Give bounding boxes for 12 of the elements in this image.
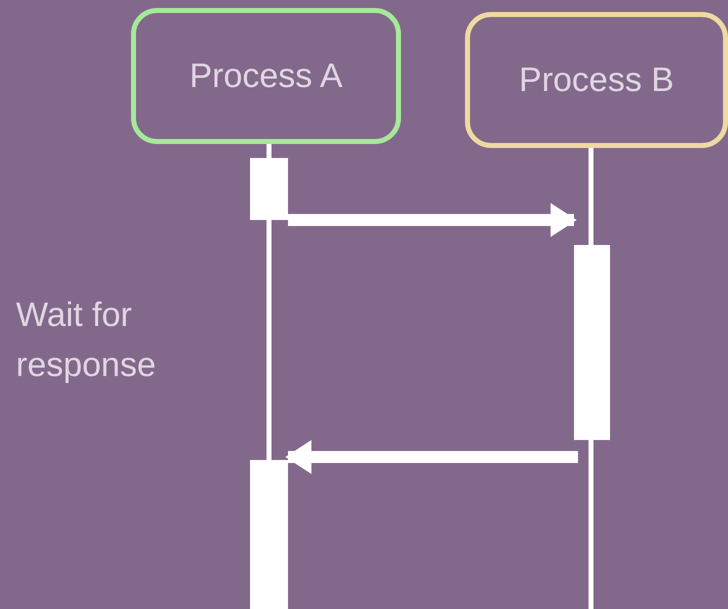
process-box [465, 12, 728, 148]
activation-bar [574, 245, 610, 440]
activation-bar [250, 158, 288, 220]
activation-bar [250, 460, 288, 609]
lifeline [588, 148, 594, 245]
lifeline [588, 440, 594, 609]
lifeline [266, 144, 272, 158]
process-box [131, 8, 401, 144]
lifeline [266, 220, 272, 460]
process-label: Process B [519, 60, 674, 100]
process-label: Process A [189, 56, 343, 96]
note-text: Wait for response [16, 295, 157, 386]
